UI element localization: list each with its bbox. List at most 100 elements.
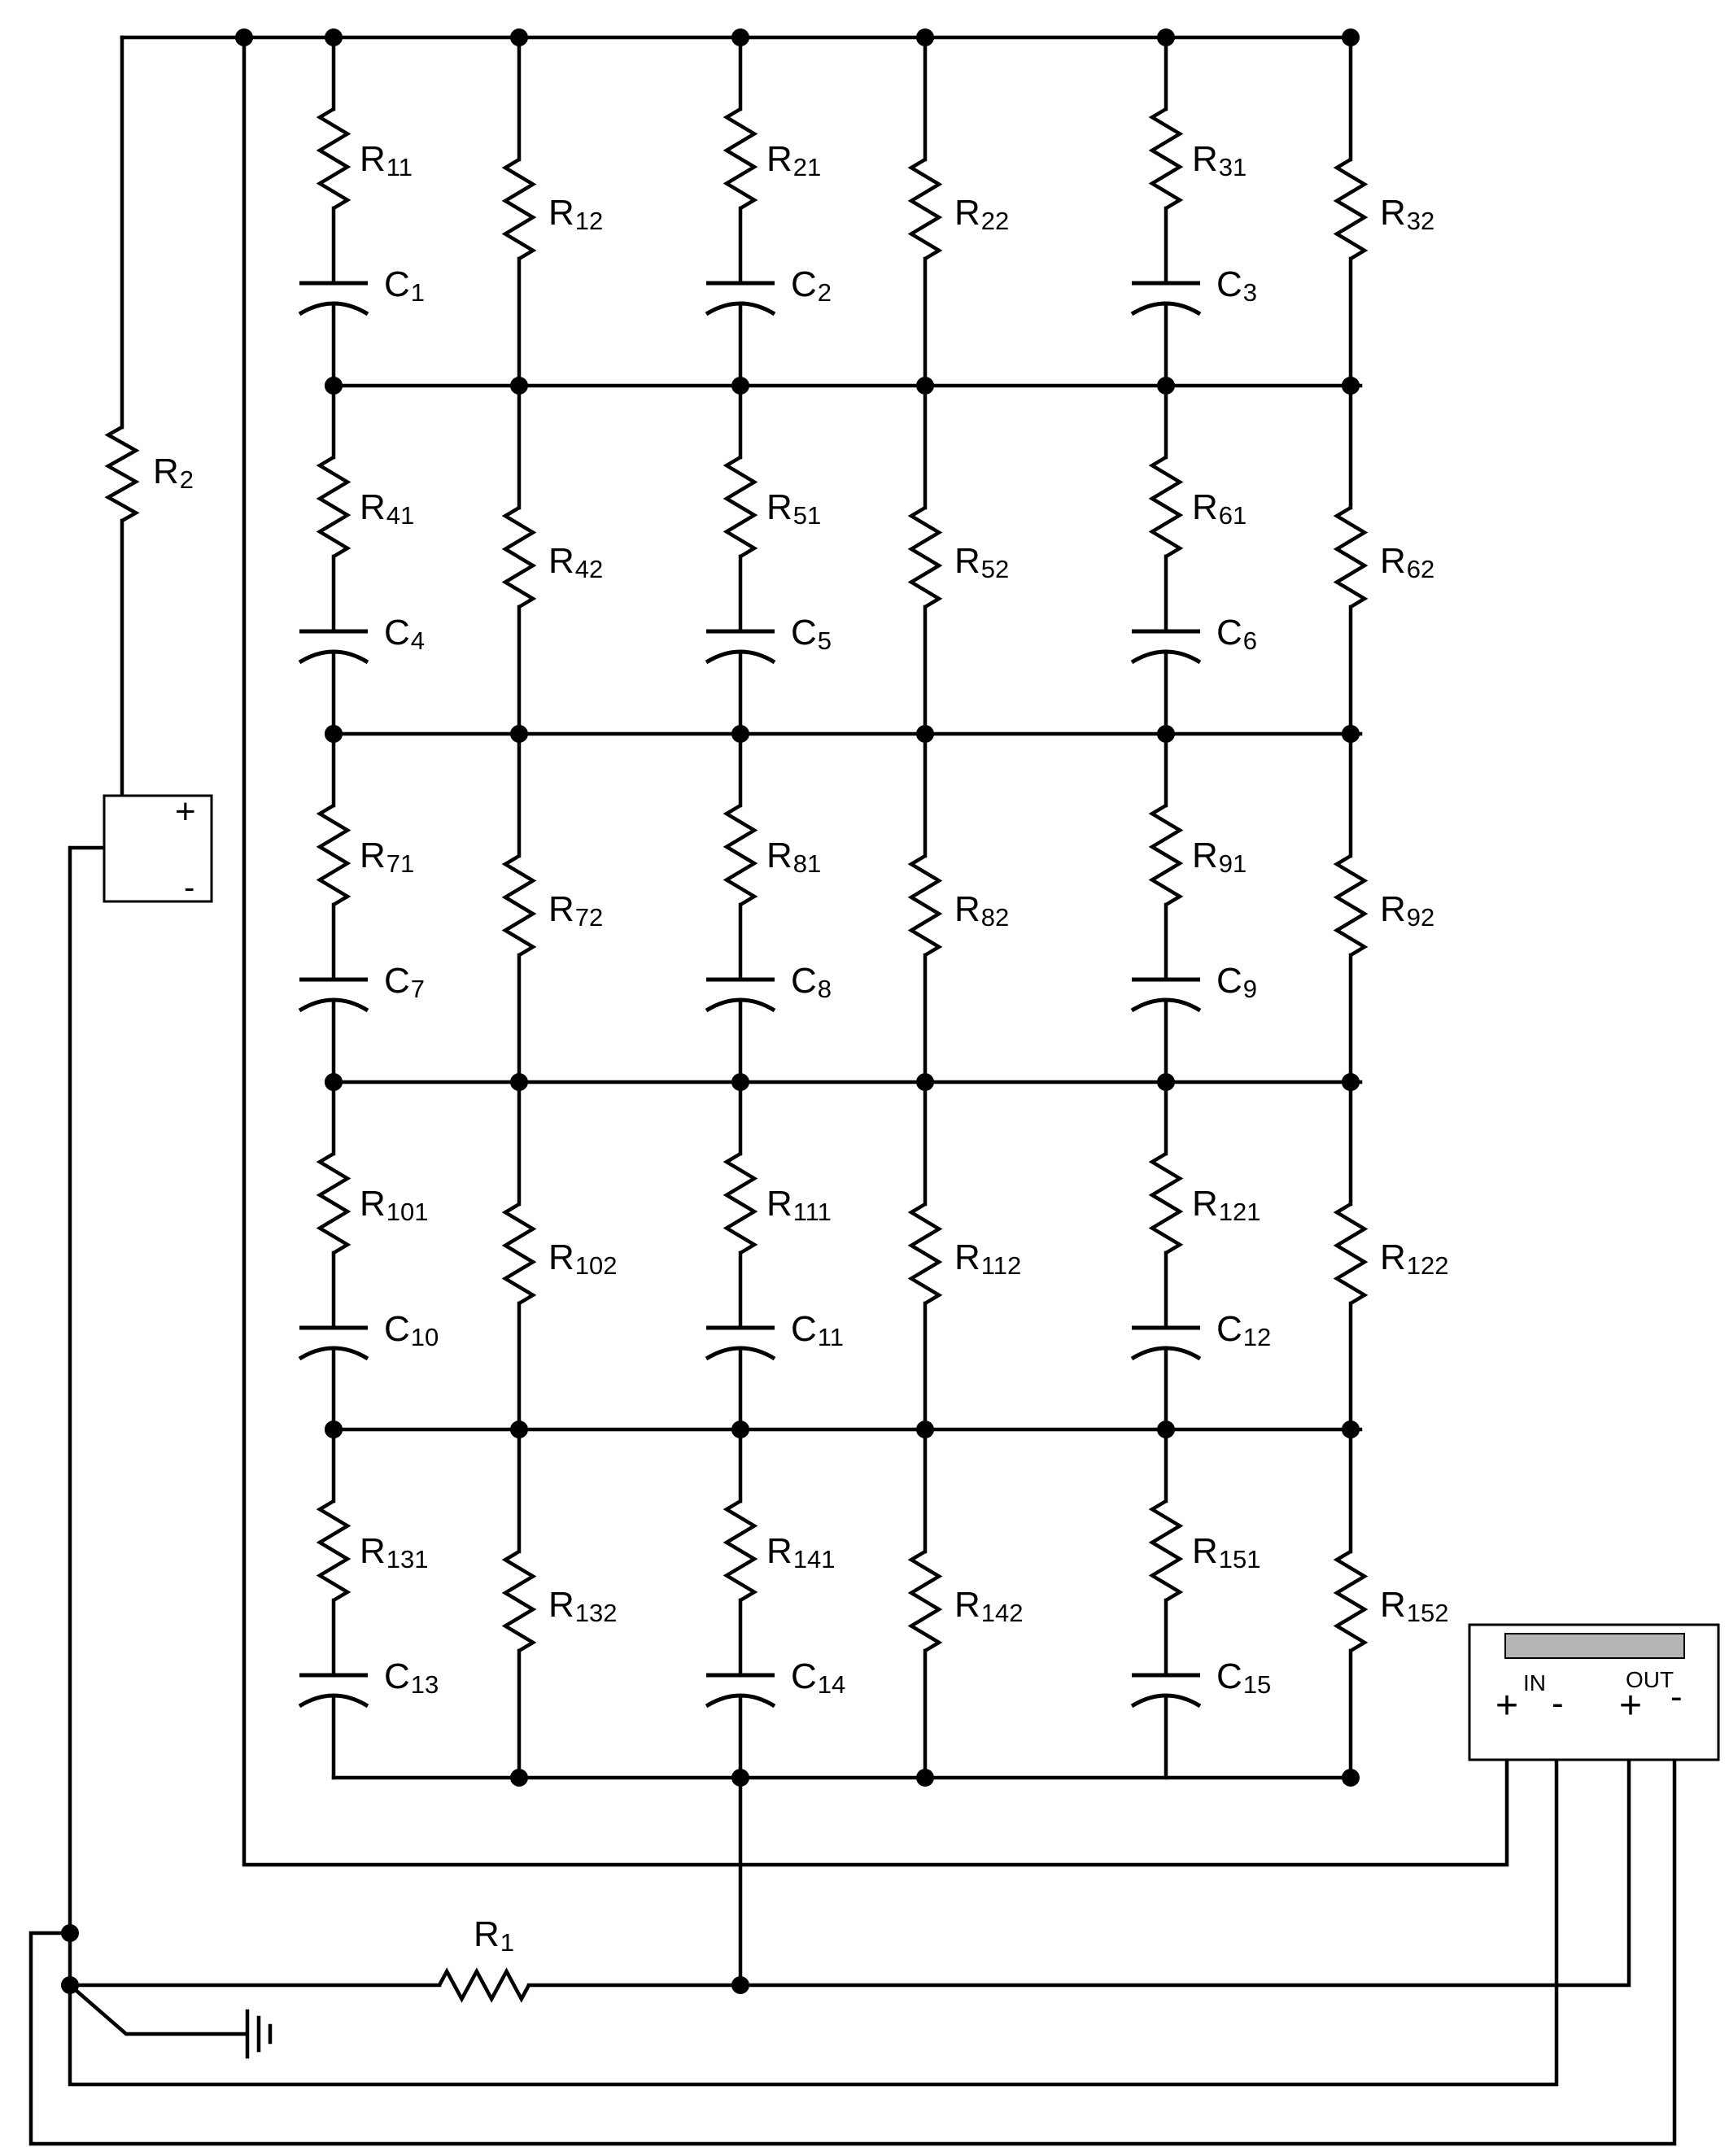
label-r21: R21 <box>766 139 821 181</box>
label-c2: C2 <box>791 264 832 307</box>
label-r131: R131 <box>360 1531 429 1573</box>
resistor-R21 <box>723 107 758 210</box>
capacitor-C12 <box>1130 1325 1202 1361</box>
resistor-R92 <box>1333 854 1369 957</box>
capacitor-C1 <box>298 281 369 316</box>
label-r132: R132 <box>548 1585 618 1627</box>
wires <box>28 35 1677 2146</box>
resistor-R72 <box>501 854 537 957</box>
junction-dot <box>1157 377 1175 395</box>
junction-dot <box>1157 725 1175 743</box>
capacitor-C3 <box>1130 281 1202 316</box>
label-r111: R111 <box>766 1184 832 1226</box>
label-r102: R102 <box>548 1237 618 1280</box>
label-c7: C7 <box>384 961 425 1003</box>
label-r61: R61 <box>1192 487 1247 530</box>
label-r82: R82 <box>954 889 1009 932</box>
resistor-R62 <box>1333 506 1369 609</box>
resistor-R1 <box>438 1967 530 2003</box>
wire-ground <box>67 1982 247 2036</box>
wire-in-plus <box>242 35 1509 1867</box>
label-r152: R152 <box>1380 1585 1449 1627</box>
label-c14: C14 <box>791 1656 845 1699</box>
label-r12: R12 <box>548 193 603 235</box>
junction-dot <box>325 725 343 743</box>
resistor-R61 <box>1148 456 1184 558</box>
ground-icon <box>245 2009 273 2059</box>
junction-dot <box>916 377 934 395</box>
label-r141: R141 <box>766 1531 836 1573</box>
junction-dot <box>916 1421 934 1438</box>
junction-dot <box>731 1421 749 1438</box>
resistor-R141 <box>723 1499 758 1602</box>
label-r11: R11 <box>360 139 413 181</box>
label-r22: R22 <box>954 193 1009 235</box>
voltage-source: + - <box>103 792 213 906</box>
measuring-instrument: IN OUT + - + - <box>1468 1623 1720 1761</box>
junction-dot <box>510 1073 528 1091</box>
wire-in-minus <box>68 1722 1559 2087</box>
junction-dot <box>731 28 749 46</box>
label-c4: C4 <box>384 613 425 655</box>
label-r81: R81 <box>766 836 821 878</box>
resistor-R142 <box>907 1550 943 1652</box>
junction-dot <box>731 1976 749 1994</box>
resistor-R31 <box>1148 107 1184 210</box>
junction-dot <box>61 1924 79 1942</box>
meter-in-minus: - <box>1552 1683 1564 1723</box>
resistor-R82 <box>907 854 943 957</box>
resistor-R132 <box>501 1550 537 1652</box>
junction-dot <box>1157 1421 1175 1438</box>
capacitor-C2 <box>705 281 776 316</box>
junction-dot <box>916 28 934 46</box>
label-c10: C10 <box>384 1309 439 1351</box>
resistor-R12 <box>501 158 537 260</box>
label-r31: R31 <box>1192 139 1247 181</box>
resistor-R101 <box>316 1152 351 1255</box>
junction-dot <box>916 725 934 743</box>
label-c6: C6 <box>1216 613 1257 655</box>
label-c12: C12 <box>1216 1309 1271 1351</box>
junction-dot <box>1342 1769 1360 1787</box>
label-r2: R2 <box>153 452 194 494</box>
label-c13: C13 <box>384 1656 439 1699</box>
label-c3: C3 <box>1216 264 1257 307</box>
label-c1: C1 <box>384 264 425 307</box>
meter-out-plus: + <box>1619 1684 1642 1727</box>
label-r51: R51 <box>766 487 821 530</box>
junction-dot <box>1342 1073 1360 1091</box>
capacitor-C15 <box>1130 1673 1202 1709</box>
junction-dot <box>510 1769 528 1787</box>
resistor-R102 <box>501 1202 537 1305</box>
junction-dot <box>916 1769 934 1787</box>
resistor-R131 <box>316 1499 351 1602</box>
label-r112: R112 <box>954 1237 1021 1280</box>
label-r32: R32 <box>1380 193 1434 235</box>
source-plus-sign: + <box>175 792 196 831</box>
resistor-R52 <box>907 506 943 609</box>
label-r151: R151 <box>1192 1531 1261 1573</box>
junction-dot <box>1342 1421 1360 1438</box>
junction-dots <box>61 28 1683 1994</box>
label-r71: R71 <box>360 836 414 878</box>
junction-dot <box>510 377 528 395</box>
resistor-R112 <box>907 1202 943 1305</box>
label-r121: R121 <box>1192 1184 1261 1226</box>
capacitor-C10 <box>298 1325 369 1361</box>
components <box>104 107 1369 2059</box>
wire-out-plus <box>526 1722 1631 1988</box>
wire-source-plus <box>120 518 164 813</box>
meter-out-label: OUT <box>1626 1667 1674 1692</box>
label-c8: C8 <box>791 961 832 1003</box>
junction-dot <box>1342 377 1360 395</box>
junction-dot <box>731 1073 749 1091</box>
capacitor-C13 <box>298 1673 369 1709</box>
junction-dot <box>510 28 528 46</box>
capacitor-C4 <box>298 629 369 665</box>
label-r91: R91 <box>1192 836 1247 878</box>
capacitor-C11 <box>705 1325 776 1361</box>
resistor-R22 <box>907 158 943 260</box>
label-c9: C9 <box>1216 961 1257 1003</box>
junction-dot <box>235 28 253 46</box>
